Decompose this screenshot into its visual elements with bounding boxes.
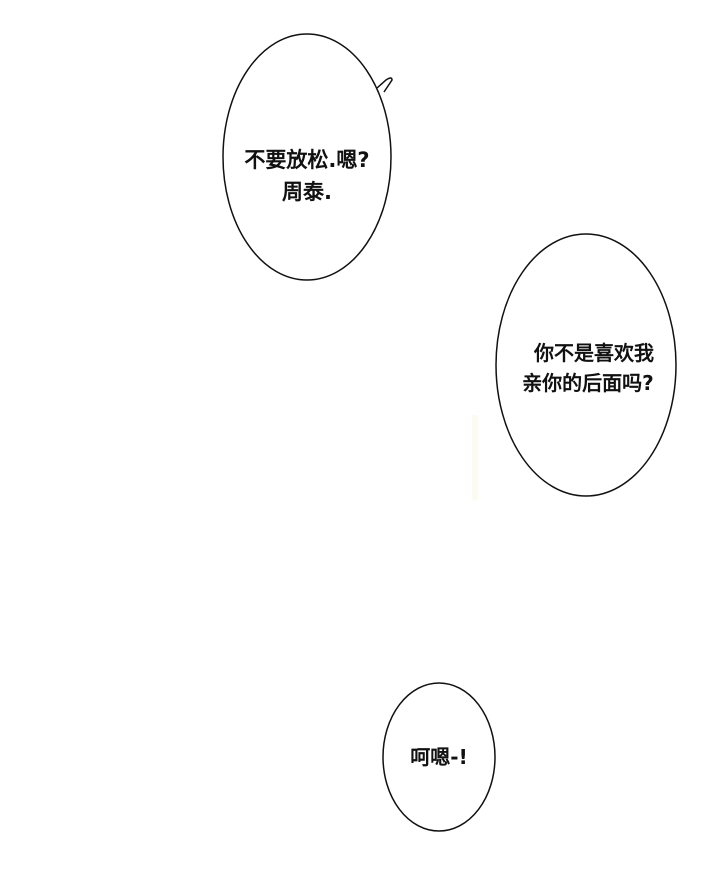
bubble-1-line-2: 周泰.: [282, 179, 332, 204]
bubble-2-line-2: 亲你的后面吗?: [522, 371, 654, 395]
speech-bubble-2-text: 你不是喜欢我 亲你的后面吗?: [500, 338, 676, 398]
bubble-tail-icon: [376, 77, 393, 93]
bubble-2-line-1: 你不是喜欢我: [534, 341, 654, 365]
bubble-1-line-1: 不要放松.嗯?: [244, 148, 370, 172]
speech-bubble-3-text: 呵嗯-!: [384, 742, 494, 772]
speech-bubble-3-shape: [382, 682, 496, 832]
speech-bubble-1-shape: [222, 33, 393, 281]
speech-bubble-1-text: 不要放松.嗯? 周泰.: [224, 145, 390, 208]
faint-artifact: [472, 415, 478, 500]
speech-bubble-2-shape: [495, 233, 677, 497]
bubble-3-line-1: 呵嗯-!: [410, 745, 468, 769]
